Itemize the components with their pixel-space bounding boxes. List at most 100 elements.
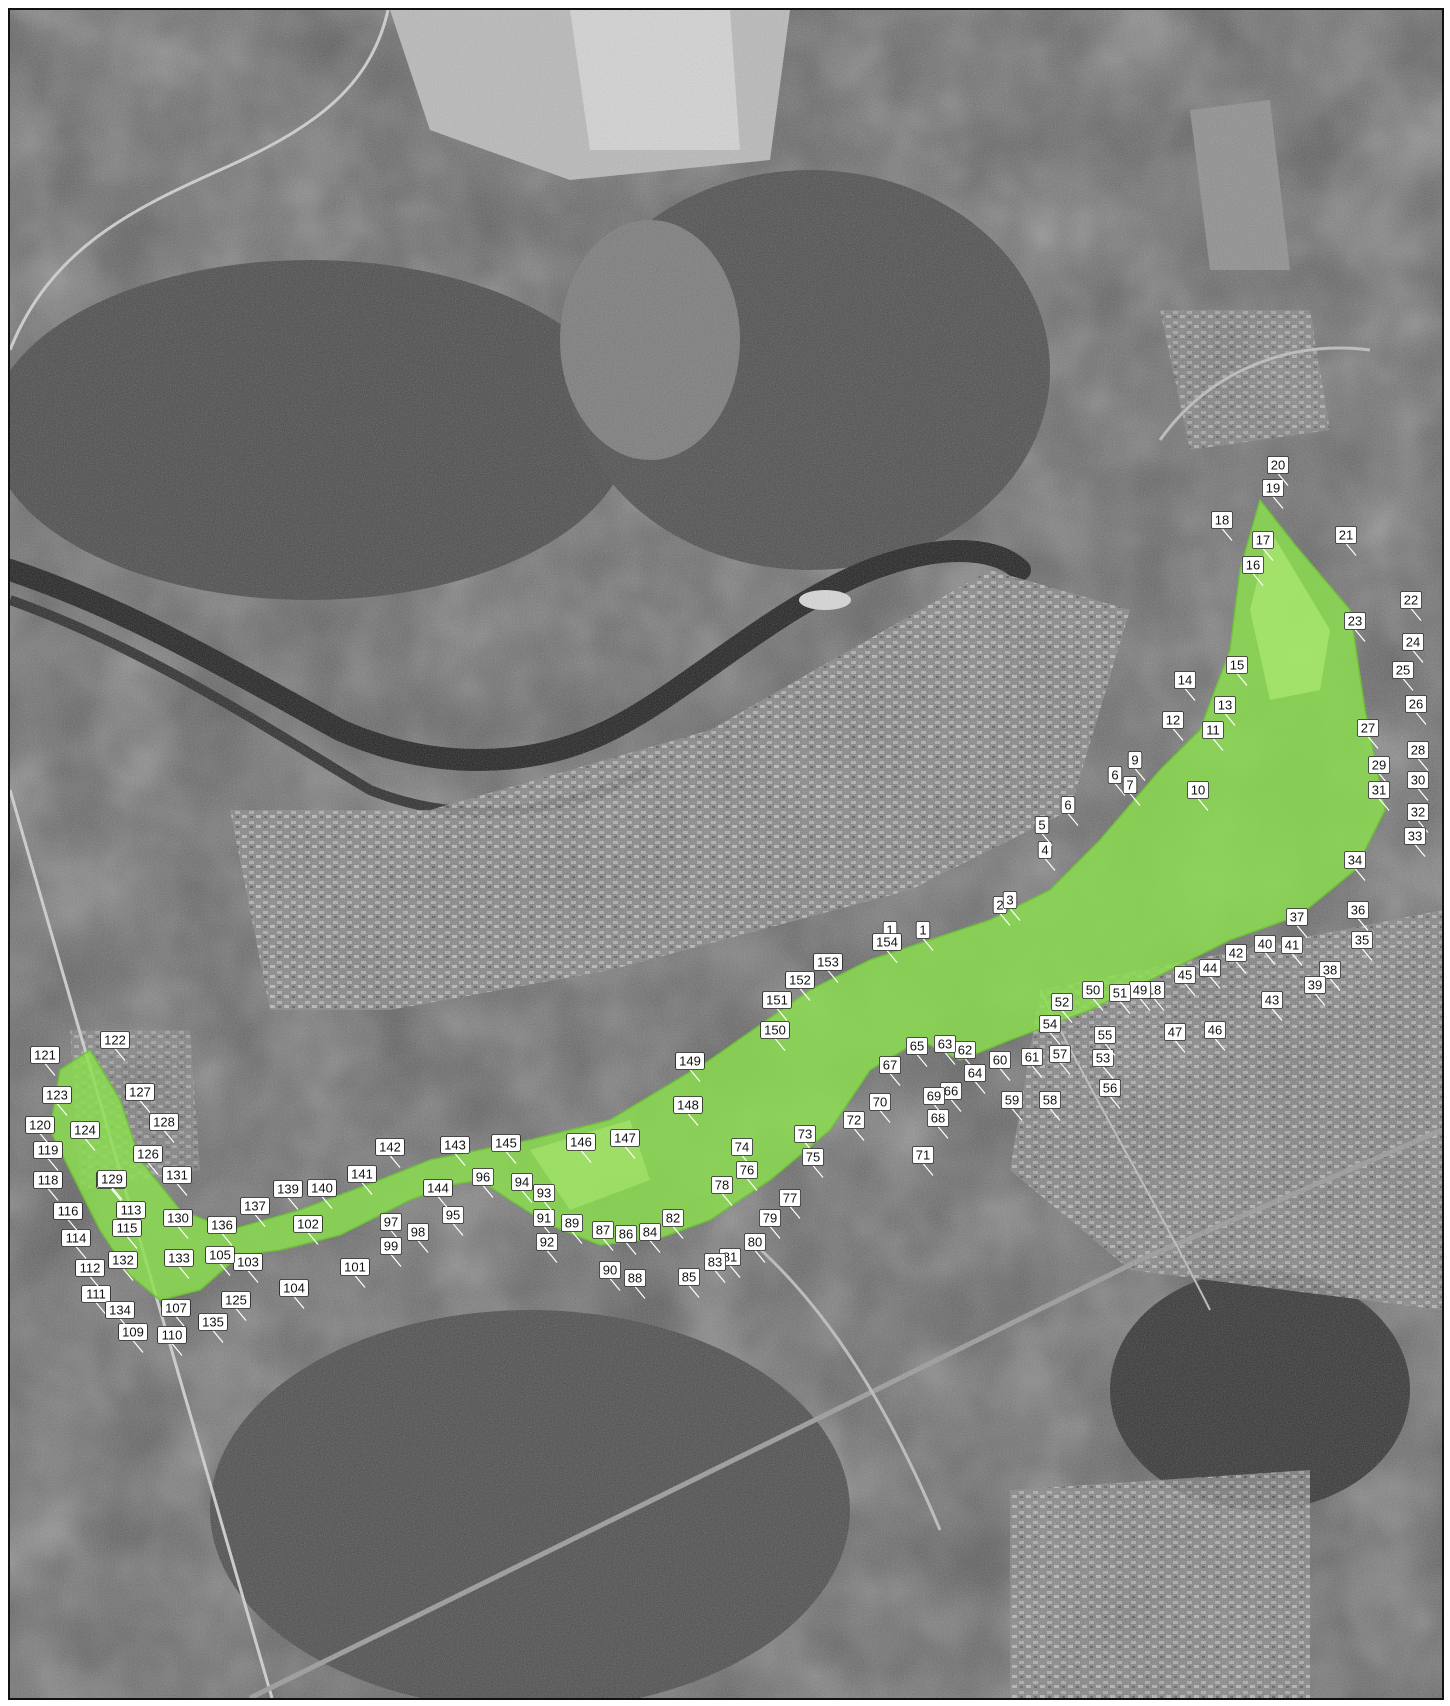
vertex-label-text: 41 (1285, 938, 1299, 953)
vertex-leader-line (452, 1223, 464, 1236)
vertex-label-text: 109 (122, 1325, 144, 1340)
vertex-label: 87 (592, 1221, 615, 1251)
vertex-label: 92 (536, 1233, 559, 1263)
vertex-leader-line (1119, 1001, 1131, 1014)
vertex-label-text: 65 (910, 1039, 924, 1054)
vertex-label-box (639, 1223, 662, 1241)
vertex-label-text: 23 (1348, 614, 1362, 629)
vertex-leader-line (944, 1052, 956, 1065)
vertex-label-box (1319, 961, 1342, 979)
vertex-label: 98 (406, 1223, 429, 1253)
vertex-label-text: 141 (351, 1167, 373, 1182)
vertex-label-box (108, 1251, 138, 1269)
vertex-label: 9 (1127, 751, 1146, 781)
vertex-label: 66 (940, 1082, 963, 1112)
vertex-label-text: 2 (996, 898, 1003, 913)
vertex-leader-line (1172, 728, 1184, 741)
vertex-label-text: 110 (162, 1328, 183, 1343)
vertex-label-text: 15 (1230, 658, 1244, 673)
vertex-label-box (53, 1202, 83, 1220)
vertex-leader-line (1271, 1008, 1283, 1021)
vertex-label-text: 140 (311, 1181, 333, 1196)
vertex-label-text: 61 (1025, 1050, 1039, 1065)
vertex-label: 28 (1407, 741, 1430, 771)
vertex-label: 139 (273, 1180, 303, 1210)
vertex-label-text: 59 (1005, 1093, 1019, 1108)
vertex-label: 151 (762, 991, 792, 1021)
vertex-label: 22 (1400, 591, 1423, 621)
vertex-label-text: 89 (565, 1216, 579, 1231)
vertex-leader-line (39, 1133, 51, 1146)
vertex-leader-line (754, 1250, 766, 1263)
vertex-leader-line (546, 1250, 558, 1263)
vertex-label-box (869, 1093, 892, 1111)
vertex-label-text: 34 (1348, 853, 1362, 868)
vertex-label: 76 (736, 1161, 759, 1191)
vertex-leader-line (602, 1238, 614, 1251)
vertex-label: 72 (843, 1111, 866, 1141)
vertex-label: 95 (441, 1206, 464, 1236)
vertex-leader-line (1235, 961, 1247, 974)
vertex-label: 20 (1267, 456, 1290, 486)
vertex-label: 53 (1092, 1049, 1115, 1079)
vertex-label-box (1107, 766, 1123, 784)
vertex-label-box (33, 1141, 63, 1159)
vertex-label-box (510, 1173, 533, 1191)
vertex-label-box (1187, 781, 1210, 799)
vertex-label-box (1267, 456, 1290, 474)
vertex-label: 19 (1262, 479, 1285, 509)
vertex-label-box (615, 1225, 638, 1243)
vertex-label-box (340, 1258, 370, 1276)
vertex-label: 135 (198, 1313, 228, 1343)
vertex-label-text: 52 (1055, 995, 1069, 1010)
vertex-label-text: 6 (1064, 798, 1071, 813)
vertex-leader-line (1009, 908, 1021, 921)
vertex-label-box (25, 1116, 55, 1134)
vertex-label-text: 96 (476, 1170, 490, 1185)
vertex-label: 18 (1211, 511, 1234, 541)
vertex-label-box (100, 1031, 130, 1049)
vertex-label: 44 (1199, 959, 1222, 989)
vertex-leader-line (688, 1285, 700, 1298)
vertex-leader-line (634, 1286, 646, 1299)
vertex-leader-line (1262, 548, 1274, 561)
vertex-leader-line (321, 1196, 333, 1209)
vertex-label: 122 (100, 1031, 130, 1061)
vertex-leader-line (1104, 1043, 1116, 1056)
vertex-label: 24 (1402, 633, 1425, 663)
vertex-label: 12 (1162, 711, 1185, 741)
vertex-label: 34 (1344, 851, 1367, 881)
vertex-label-text: 18 (1215, 513, 1229, 528)
vertex-label-box (533, 1209, 556, 1227)
vertex-label-text: 90 (603, 1263, 617, 1278)
vertex-leader-line (1417, 820, 1429, 833)
vertex-label-text: 31 (1372, 783, 1386, 798)
vertex-label: 70 (869, 1093, 892, 1123)
vertex-leader-line (1367, 736, 1379, 749)
vertex-label-box (221, 1291, 251, 1309)
vertex-label-box (164, 1249, 194, 1267)
vertex-label: 41 (1281, 936, 1304, 966)
vertex-leader-line (114, 1048, 126, 1061)
vertex-leader-line (721, 1193, 733, 1206)
vertex-label-box (1304, 976, 1327, 994)
vertex-label-text: 122 (104, 1033, 126, 1048)
vertex-leader-line (89, 1276, 101, 1289)
vertex-label-text: 123 (46, 1088, 68, 1103)
vertex-label-box (1357, 719, 1380, 737)
vertex-label-box (423, 1179, 453, 1197)
vertex-label-box (1060, 796, 1076, 814)
vertex-leader-line (774, 1038, 786, 1051)
vertex-label-box (379, 1237, 402, 1255)
vertex-label: 40 (1254, 935, 1277, 965)
vertex-leader-line (999, 913, 1011, 926)
vertex-leader-line (649, 1240, 661, 1253)
vertex-leader-line (1214, 1038, 1226, 1051)
vertex-label-text: 25 (1396, 663, 1410, 678)
vertex-label-box (1214, 696, 1237, 714)
vertex-label-box (1092, 1049, 1115, 1067)
vertex-label-text: 1 (919, 923, 926, 938)
vertex-label: 14 (1174, 671, 1197, 701)
vertex-leader-line (625, 1242, 637, 1255)
vertex-label: 78 (711, 1176, 734, 1206)
